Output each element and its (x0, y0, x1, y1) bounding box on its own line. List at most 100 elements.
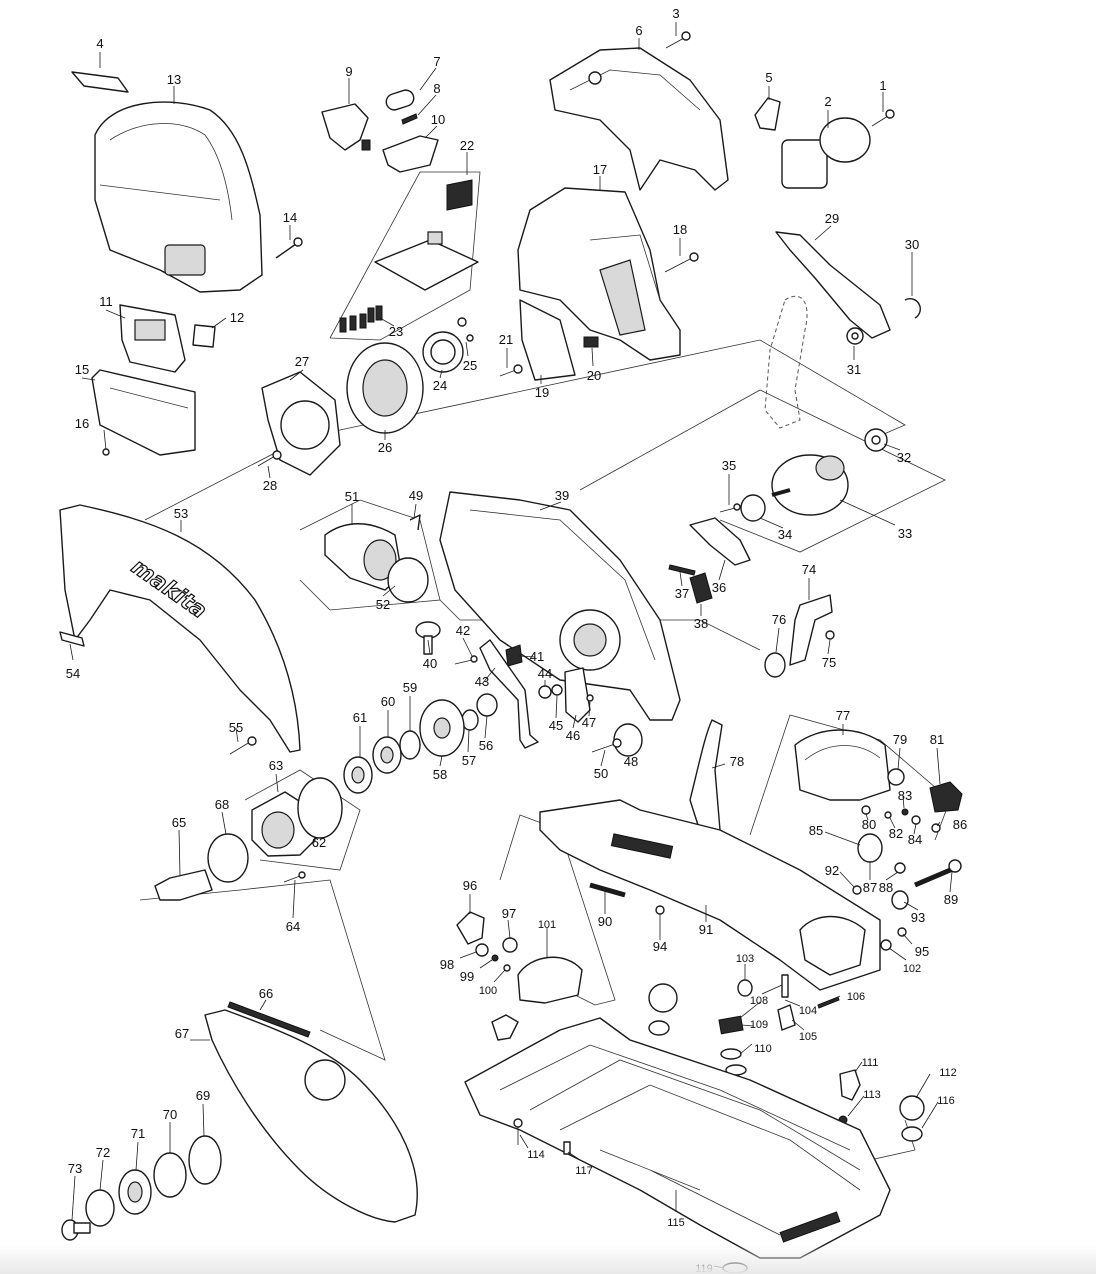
part-label: 83 (898, 788, 912, 803)
part-label: 4 (96, 36, 103, 51)
brush-holder-2 (781, 139, 828, 189)
part-label: 14 (283, 210, 297, 225)
part-label: 48 (624, 754, 638, 769)
bevel-guide-77 (794, 729, 891, 801)
part-label: 94 (653, 939, 667, 954)
part-label: 40 (423, 656, 437, 671)
part-label: 61 (353, 710, 367, 725)
part-label: 109 (750, 1019, 768, 1031)
part-label: 59 (403, 680, 417, 695)
scale-101 (517, 956, 583, 1004)
part-label: 39 (555, 488, 569, 503)
part-label: 85 (809, 823, 823, 838)
part-label: 115 (667, 1217, 685, 1229)
housing-6 (549, 47, 729, 191)
part-label: 31 (847, 362, 861, 377)
part-label: 41 (530, 649, 544, 664)
part-label: 97 (502, 906, 516, 921)
part-label: 71 (131, 1126, 145, 1141)
part-shapes: makita (59, 31, 963, 1274)
part-label: 5 (765, 70, 772, 85)
terminal-holder-15 (91, 369, 196, 456)
part-label: 52 (376, 597, 390, 612)
part-label: 15 (75, 362, 89, 377)
part-label: 88 (879, 880, 893, 895)
part-label: 44 (538, 666, 552, 681)
part-label: 25 (463, 358, 477, 373)
part-label: 98 (440, 957, 454, 972)
part-label: 28 (263, 478, 277, 493)
part-label: 100 (479, 985, 497, 997)
part-label: 60 (381, 694, 395, 709)
part-label: 105 (799, 1031, 817, 1043)
part-label: 51 (345, 489, 359, 504)
part-label: 104 (799, 1005, 817, 1017)
part-label: 45 (549, 718, 563, 733)
part-label: 90 (598, 914, 612, 929)
part-label: 103 (736, 953, 754, 965)
part-label: 68 (215, 797, 229, 812)
part-label: 57 (462, 753, 476, 768)
part-label: 112 (939, 1067, 957, 1079)
part-label: 46 (566, 728, 580, 743)
part-label: 89 (944, 892, 958, 907)
part-label: 27 (295, 354, 309, 369)
part-label: 29 (825, 211, 839, 226)
safety-cover-53 (59, 504, 301, 753)
part-label: 87 (863, 880, 877, 895)
part-label: 77 (836, 708, 850, 723)
part-label: 34 (778, 527, 792, 542)
part-label: 17 (593, 162, 607, 177)
part-label: 110 (754, 1043, 772, 1055)
base-115 (464, 1017, 891, 1259)
part-label: 2 (824, 94, 831, 109)
part-label: 63 (269, 758, 283, 773)
part-label: 113 (863, 1089, 881, 1101)
part-label: 84 (908, 832, 922, 847)
arm-78 (689, 719, 723, 836)
part-label: 66 (259, 986, 273, 1001)
trigger-9 (321, 103, 369, 151)
part-label: 81 (930, 732, 944, 747)
part-label: 11 (99, 294, 113, 309)
part-label: 75 (822, 655, 836, 670)
part-label: 74 (802, 562, 816, 577)
spindle-65 (154, 869, 213, 901)
part-label: 56 (479, 738, 493, 753)
part-label: 24 (433, 378, 447, 393)
plate-19 (519, 299, 576, 381)
label-plate-4 (71, 71, 129, 93)
part-label: 93 (911, 910, 925, 925)
part-label: 47 (582, 715, 596, 730)
part-label: 10 (431, 112, 445, 127)
part-label: 38 (694, 616, 708, 631)
part-label: 92 (825, 863, 839, 878)
part-label: 49 (409, 488, 423, 503)
part-label: 95 (915, 944, 929, 959)
part-label: 43 (475, 674, 489, 689)
part-label: 106 (847, 991, 865, 1003)
part-label: 80 (862, 817, 876, 832)
part-label: 67 (175, 1026, 189, 1041)
part-label: 76 (772, 612, 786, 627)
part-label: 6 (635, 23, 642, 38)
bottom-edge-shade (0, 1244, 1096, 1274)
connectors-23 (339, 305, 383, 333)
part-label: 116 (937, 1095, 955, 1107)
part-label: 16 (75, 416, 89, 431)
part-label: 108 (750, 995, 768, 1007)
part-label: 86 (953, 817, 967, 832)
part-label: 54 (66, 666, 80, 681)
part-label: 26 (378, 440, 392, 455)
lever-29 (775, 231, 891, 339)
part-label: 58 (433, 767, 447, 782)
part-label: 64 (286, 919, 300, 934)
part-label: 1 (879, 78, 886, 93)
part-label: 18 (673, 222, 687, 237)
part-label: 53 (174, 506, 188, 521)
part-label: 33 (898, 526, 912, 541)
part-label: 79 (893, 732, 907, 747)
lever-43 (479, 639, 539, 749)
